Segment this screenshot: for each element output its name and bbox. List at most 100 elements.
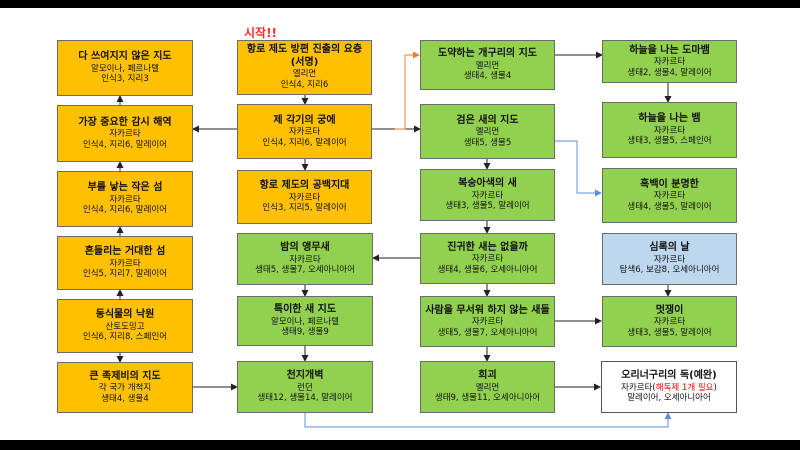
node-author: 자카르타 bbox=[109, 194, 141, 205]
node-stats: 생태4, 생물4 bbox=[101, 393, 149, 404]
node-stats: 생태9, 생물9 bbox=[281, 327, 329, 338]
bottom-letterbox-bar bbox=[0, 440, 800, 450]
node-stats: 생태9, 생물11, 오세아니아어 bbox=[434, 393, 541, 404]
node-author: 멜리먼 bbox=[475, 382, 500, 393]
node-author: 산토도밍고 bbox=[105, 321, 145, 332]
node-rare-bird[interactable]: 진귀한 새는 없을까 자카르타 생태4, 생물6, 오세아니아어 bbox=[420, 233, 555, 284]
node-stats: 인식3, 지리3 bbox=[101, 74, 149, 85]
node-author: 자카르타 bbox=[109, 129, 141, 140]
antidote-requirement: 해독제 1개 필요 bbox=[655, 382, 714, 393]
node-bizarre[interactable]: 희괴 멜리먼 생태9, 생물11, 오세아니아어 bbox=[420, 361, 555, 413]
node-title: 동식물의 낙원 bbox=[95, 309, 155, 321]
node-stats: 말레이어, 오세아니아어 bbox=[627, 393, 711, 404]
node-stats: 생태2, 생물4, 말레이어 bbox=[627, 67, 712, 78]
node-title: 하늘을 나는 도마뱀 bbox=[629, 44, 710, 56]
node-title: 부를 낳는 작은 섬 bbox=[87, 182, 163, 194]
node-unfinished-map[interactable]: 다 쓰여지지 않은 지도 알모이나, 페르나텔 인식3, 지리3 bbox=[57, 40, 193, 96]
node-title: 항로 제도의 공백지대 bbox=[259, 180, 350, 192]
edge-n22-n24-blue bbox=[304, 412, 672, 428]
node-author-prefix: 자카르타( bbox=[621, 382, 656, 393]
start-label: 시작!! bbox=[244, 26, 278, 40]
node-flying-snake[interactable]: 하늘을 나는 뱀 자카르타 생태3, 생물5, 스페인어 bbox=[602, 102, 737, 158]
node-platypus-venom[interactable]: 오리너구리의 독(예완) 자카르타(해독제 1개 필요) 말레이어, 오세아니아… bbox=[601, 361, 737, 413]
node-dandy[interactable]: 멋쟁이 자카르타 생태3, 생물5, 말레이어 bbox=[602, 296, 737, 347]
node-title: 오리너구리의 독(예완) bbox=[621, 370, 717, 382]
node-author: 자카르타 bbox=[288, 127, 321, 138]
node-stats: 생태4, 생물4 bbox=[463, 71, 512, 82]
node-night-parrot[interactable]: 밤의 앵무새 자카르타 생태5, 생물7, 오세아니아어 bbox=[237, 233, 373, 285]
node-title: 하늘을 나는 뱀 bbox=[638, 113, 701, 125]
node-author: 자카르타(해독제 1개 필요) bbox=[621, 383, 717, 394]
node-key-patrol-waters[interactable]: 가장 중요한 감시 해역 자카르타 인식4, 지리6, 말레이어 bbox=[57, 105, 193, 162]
node-wealth-island[interactable]: 부를 낳는 작은 섬 자카르타 인식4, 지리6, 말레이어 bbox=[57, 171, 193, 227]
node-shaking-giant-island[interactable]: 흔들리는 거대한 섬 자카르타 인식5, 지리7, 말레이어 bbox=[57, 236, 193, 290]
edge-n7-n12-blue bbox=[555, 140, 602, 197]
node-author: 자카르타 bbox=[289, 254, 321, 265]
node-title: 흑백이 분명한 bbox=[640, 178, 699, 190]
node-author: 각 국가 개척지 bbox=[98, 383, 152, 394]
node-creation[interactable]: 천지개벽 런던 생태12, 생물14, 말레이어 bbox=[237, 361, 373, 413]
edge-n6-n3-orange bbox=[395, 51, 420, 130]
node-author: 자카르타 bbox=[653, 125, 686, 136]
node-stats: 인식4, 지리6, 말레이어 bbox=[82, 205, 168, 216]
node-deep-green-day[interactable]: 심록의 날 자카르타 탐색6, 보감8, 오세아니아어 bbox=[602, 233, 737, 285]
node-title: 진귀한 새는 없을까 bbox=[447, 241, 528, 253]
node-unusual-bird-map[interactable]: 특이한 새 지도 알모이나, 페르나텔 생태9, 생물9 bbox=[237, 296, 373, 346]
node-title: 흔들리는 거대한 섬 bbox=[84, 246, 166, 258]
node-title: 희괴 bbox=[478, 370, 497, 382]
node-stats: 인식4, 지리6, 말레이어 bbox=[82, 139, 168, 150]
node-title: 특이한 새 지도 bbox=[273, 304, 337, 316]
node-author: 엘리먼 bbox=[292, 69, 317, 80]
node-stats: 생태4, 생물6, 오세아니아어 bbox=[437, 264, 538, 275]
node-stats: 생태5, 생물5 bbox=[463, 137, 512, 148]
node-stats: 생태4, 생물5, 말레이어 bbox=[627, 201, 712, 212]
node-title: 심록의 날 bbox=[649, 242, 690, 254]
node-author: 자카르타 bbox=[471, 317, 504, 328]
node-route-chart-blank[interactable]: 항로 제도의 공백지대 자카르타 인식3, 지리5, 말레이어 bbox=[237, 170, 372, 224]
node-stats: 생태3, 생물5, 스페인어 bbox=[627, 136, 712, 147]
node-stats: 생태3, 생물5, 말레이어 bbox=[445, 201, 530, 212]
node-stats: 생태5, 생물7, 오세아니아어 bbox=[255, 265, 355, 276]
node-stats: 생태3, 생물5, 말레이어 bbox=[627, 327, 712, 338]
node-author: 자카르타 bbox=[653, 317, 686, 328]
node-author: 알모이나, 페르나텔 bbox=[271, 316, 339, 327]
node-leaping-frog-map[interactable]: 도약하는 개구리의 지도 멜리먼 생태4, 생물4 bbox=[420, 40, 555, 90]
node-title: 사람을 무서워 하지 않는 새들 bbox=[425, 304, 550, 316]
node-stats: 인식5, 지리7, 말레이어 bbox=[82, 269, 168, 280]
node-title: 검은 새의 지도 bbox=[456, 114, 519, 126]
node-each-palace[interactable]: 제 각기의 궁에 자카르타 인식4, 지리6, 말레이어 bbox=[237, 104, 372, 159]
node-peach-bird[interactable]: 복숭아색의 새 자카르타 생태3, 생물5, 말레이어 bbox=[420, 169, 555, 221]
node-title: 도약하는 개구리의 지도 bbox=[438, 48, 537, 60]
top-letterbox-bar bbox=[0, 0, 800, 8]
node-author: 멜리먼 bbox=[475, 127, 500, 138]
node-black-white[interactable]: 흑백이 분명한 자카르타 생태4, 생물5, 말레이어 bbox=[602, 168, 737, 223]
node-stats: 인식3, 지리5, 말레이어 bbox=[262, 203, 347, 214]
node-author: 알모이나, 페르나텔 bbox=[91, 63, 159, 74]
node-flying-lizard[interactable]: 하늘을 나는 도마뱀 자카르타 생태2, 생물4, 말레이어 bbox=[602, 40, 737, 83]
node-stats: 인식4, 지리6 bbox=[280, 80, 329, 90]
node-author: 자카르타 bbox=[109, 258, 141, 269]
node-author-suffix: ) bbox=[713, 382, 717, 393]
node-author: 자카르타 bbox=[471, 190, 504, 201]
node-author: 자카르타 bbox=[288, 192, 321, 203]
node-title: 복숭아색의 새 bbox=[458, 178, 517, 190]
node-fearless-birds[interactable]: 사람을 무서워 하지 않는 새들 자카르타 생태5, 생물7, 오세아니아어 bbox=[420, 296, 555, 347]
node-stats: 탐색6, 보감8, 오세아니아어 bbox=[619, 265, 720, 276]
node-stats: 생태12, 생물14, 말레이어 bbox=[257, 393, 353, 404]
node-black-bird-map[interactable]: 검은 새의 지도 멜리먼 생태5, 생물5 bbox=[420, 104, 555, 159]
node-title: 천지개벽 bbox=[286, 370, 324, 382]
node-title: 큰 족제비의 지도 bbox=[89, 370, 161, 382]
node-route-chart-origin[interactable]: 항로 제도 방편 진출의 요층(서명) 엘리먼 인식4, 지리6 bbox=[237, 40, 372, 95]
node-author: 자카르타 bbox=[653, 191, 686, 202]
node-title: 항로 제도 방편 진출의 요층(서명) bbox=[246, 44, 363, 68]
node-title: 가장 중요한 감시 해역 bbox=[78, 116, 172, 128]
node-author: 자카르타 bbox=[653, 57, 686, 68]
node-stats: 인식4, 지리6, 말레이어 bbox=[262, 137, 347, 148]
node-wildlife-paradise[interactable]: 동식물의 낙원 산토도밍고 인식6, 지리8, 스페인어 bbox=[57, 299, 193, 353]
node-author: 자카르타 bbox=[653, 254, 686, 265]
node-author: 런던 bbox=[297, 382, 313, 393]
node-author: 멜리먼 bbox=[475, 60, 500, 71]
node-big-weasel-map[interactable]: 큰 족제비의 지도 각 국가 개척지 생태4, 생물4 bbox=[57, 362, 193, 413]
node-author: 자카르타 bbox=[471, 254, 504, 265]
